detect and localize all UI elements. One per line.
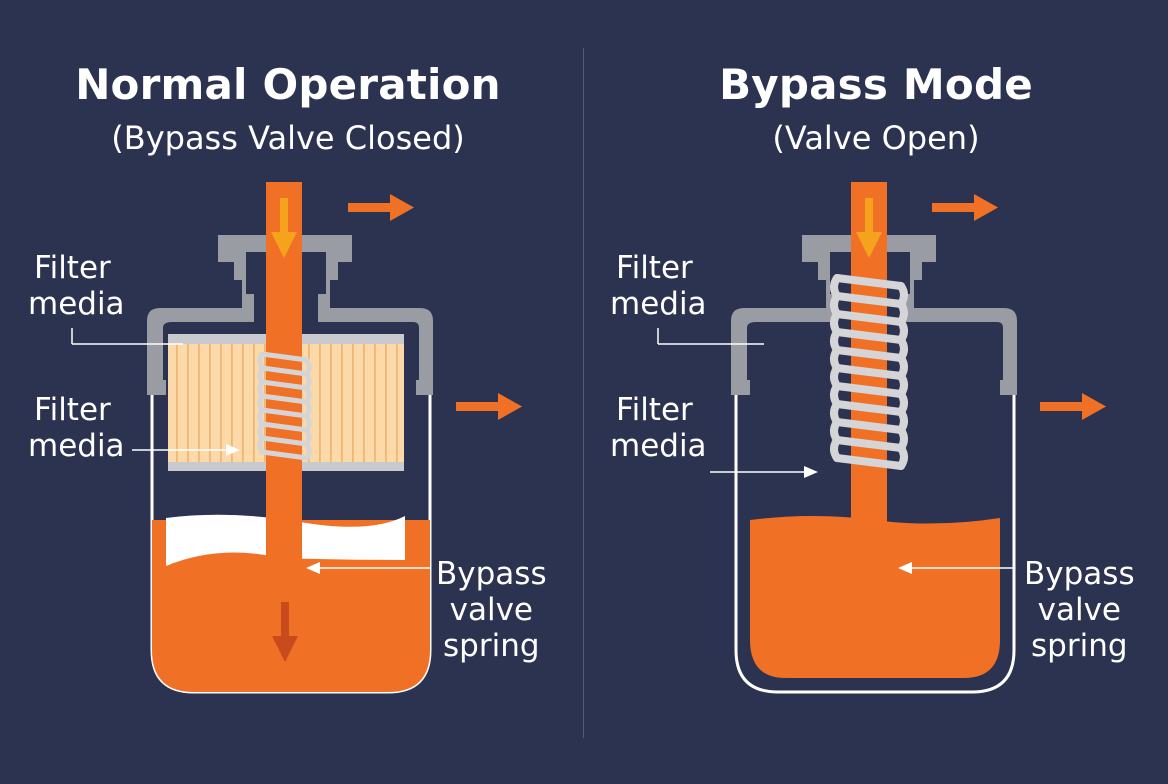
bypass-mode-subtitle: (Valve Open) [772, 119, 980, 157]
filter-housing-cap [147, 235, 433, 395]
spring-icon [257, 351, 312, 461]
normal-operation-panel: Normal Operation (Bypass Valve Closed) [28, 60, 547, 694]
filter-media-label-mid: Filter media [28, 392, 125, 464]
filter-canister-outline [734, 345, 1016, 694]
filter-media-label-top: Filter media [28, 250, 125, 322]
flow-arrow-icon [271, 198, 297, 258]
bypass-mode-title: Bypass Mode [719, 60, 1033, 109]
filter-housing-cap [731, 235, 1017, 395]
filter-media-label-mid: Filter media [610, 392, 707, 464]
flow-arrow-icon [856, 198, 882, 258]
oil-sump [750, 516, 1000, 678]
panel-divider [583, 48, 584, 738]
flow-arrow-icon [348, 194, 414, 221]
spring-icon [830, 274, 908, 470]
bypass-valve-spring-label: Bypass valve spring [1024, 556, 1135, 664]
flow-arrow-icon [932, 194, 998, 221]
flow-arrow-icon [1040, 393, 1106, 420]
bypass-valve-spring-label: Bypass valve spring [436, 556, 547, 664]
flow-arrow-icon [456, 393, 522, 420]
filter-media-label-top: Filter media [610, 250, 707, 322]
normal-operation-diagram [71, 182, 522, 694]
normal-operation-subtitle: (Bypass Valve Closed) [111, 119, 465, 157]
bypass-mode-diagram [657, 182, 1106, 694]
normal-operation-title: Normal Operation [75, 60, 501, 109]
flow-arrow-icon [272, 602, 298, 662]
bypass-mode-panel: Bypass Mode (Valve Open) [584, 0, 1168, 784]
